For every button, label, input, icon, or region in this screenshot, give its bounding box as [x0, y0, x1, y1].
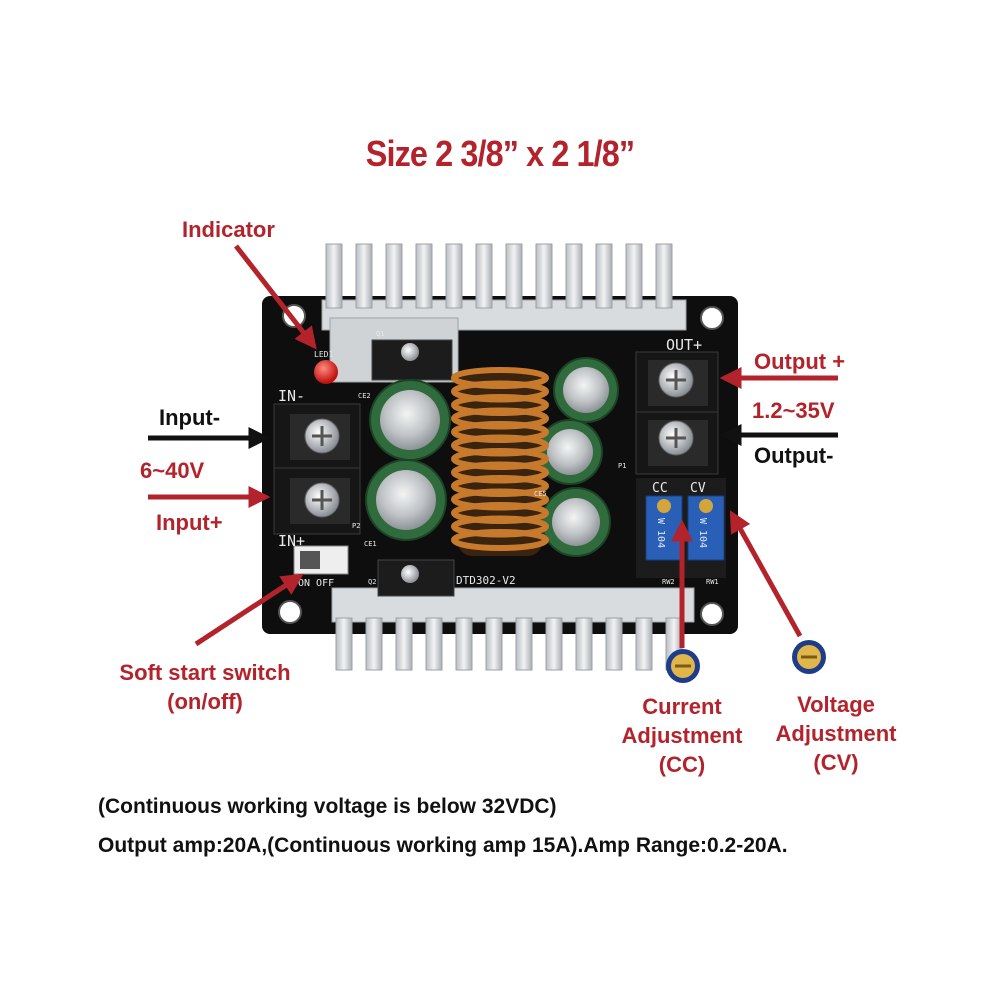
current-pot-detail-icon [666, 649, 700, 683]
heatsink-fin [515, 617, 533, 671]
label-current-line1: Current [642, 694, 722, 719]
pot-cv-code: W 104 [697, 518, 708, 548]
label-output-plus: Output + [754, 349, 846, 374]
silk-on-off: ON OFF [298, 578, 334, 589]
silk-cc: CC [652, 481, 668, 496]
output-terminal-block [635, 351, 719, 475]
spec-note-voltage: (Continuous working voltage is below 32V… [98, 795, 557, 818]
heatsink-fin [575, 617, 593, 671]
label-soft-start-line1: Soft start switch [119, 660, 291, 685]
heatsink-fin [425, 617, 443, 671]
silk-ce5: CE5 [534, 490, 547, 498]
heatsink-fin [415, 243, 433, 309]
heatsink-fin [445, 243, 463, 309]
soft-start-switch [293, 545, 349, 575]
label-input-range: 6~40V [140, 458, 205, 483]
silk-ce2: CE2 [358, 392, 371, 400]
pot-cc-code: W 104 [655, 518, 666, 548]
heatsink-fin [475, 243, 493, 309]
label-voltage-line3: (CV) [813, 750, 859, 775]
label-voltage-adjustment: Voltage Adjustment (CV) [754, 690, 918, 777]
silk-rw2: RW2 [662, 578, 675, 586]
label-soft-start-line2: (on/off) [167, 689, 243, 714]
mounting-hole [700, 306, 724, 330]
coil-wrap [451, 529, 549, 551]
mounting-hole [700, 602, 724, 626]
silk-led1: LED1 [314, 350, 333, 359]
silk-in-plus: IN+ [278, 532, 305, 550]
led-indicator-icon [314, 360, 338, 384]
silk-model: DTD302-V2 [456, 574, 516, 587]
heatsink-fin [355, 243, 373, 309]
label-input-minus: Input- [159, 405, 221, 430]
label-input-plus: Input+ [156, 510, 223, 535]
input-terminal-block [273, 403, 361, 535]
arrow-voltage-adjust [729, 510, 803, 638]
silk-in-minus: IN- [278, 387, 305, 405]
label-soft-start: Soft start switch (on/off) [100, 660, 310, 715]
heatsink-fin [655, 243, 673, 309]
voltage-pot-detail-icon [792, 640, 826, 674]
silk-p1: P1 [618, 462, 626, 470]
heatsink-fin [325, 243, 343, 309]
heatsink-fin [545, 617, 563, 671]
heatsink-fin [595, 243, 613, 309]
label-output-range: 1.2~35V [752, 398, 835, 423]
silk-rw1: RW1 [706, 578, 719, 586]
heatsink-fin [635, 617, 653, 671]
label-current-line3: (CC) [658, 752, 706, 777]
spec-note-amperage: Output amp:20A,(Continuous working amp 1… [98, 834, 788, 857]
silk-cv: CV [690, 481, 706, 496]
heatsink-fin [455, 617, 473, 671]
silk-ce1: CE1 [364, 540, 377, 548]
heatsink-fin [385, 243, 403, 309]
mounting-hole [278, 600, 302, 624]
silk-p2: P2 [352, 522, 360, 530]
label-voltage-line2: Adjustment [775, 721, 897, 746]
heatsink-fin [395, 617, 413, 671]
label-indicator: Indicator [182, 217, 275, 242]
bottom-heatsink [331, 587, 695, 671]
silk-q2: Q2 [368, 578, 376, 586]
heatsink-fin [485, 617, 503, 671]
silk-out-plus: OUT+ [666, 336, 702, 354]
heatsink-fin [565, 243, 583, 309]
heatsink-fin [365, 617, 383, 671]
arrow-indicator [234, 244, 317, 350]
heatsink-fin [535, 243, 553, 309]
heatsink-fin [505, 243, 523, 309]
label-current-adjustment: Current Adjustment (CC) [600, 692, 764, 779]
silk-q1: Q1 [376, 330, 384, 338]
label-current-line2: Adjustment [621, 723, 743, 748]
label-output-minus: Output- [754, 443, 834, 468]
heatsink-fin [335, 617, 353, 671]
heatsink-fin [605, 617, 623, 671]
arrow-soft-start [194, 573, 304, 647]
heatsink-fin [625, 243, 643, 309]
label-voltage-line1: Voltage [797, 692, 875, 717]
page-title: Size 2 3/8” x 2 1/8” [365, 133, 635, 174]
inductor-coil [451, 367, 549, 556]
